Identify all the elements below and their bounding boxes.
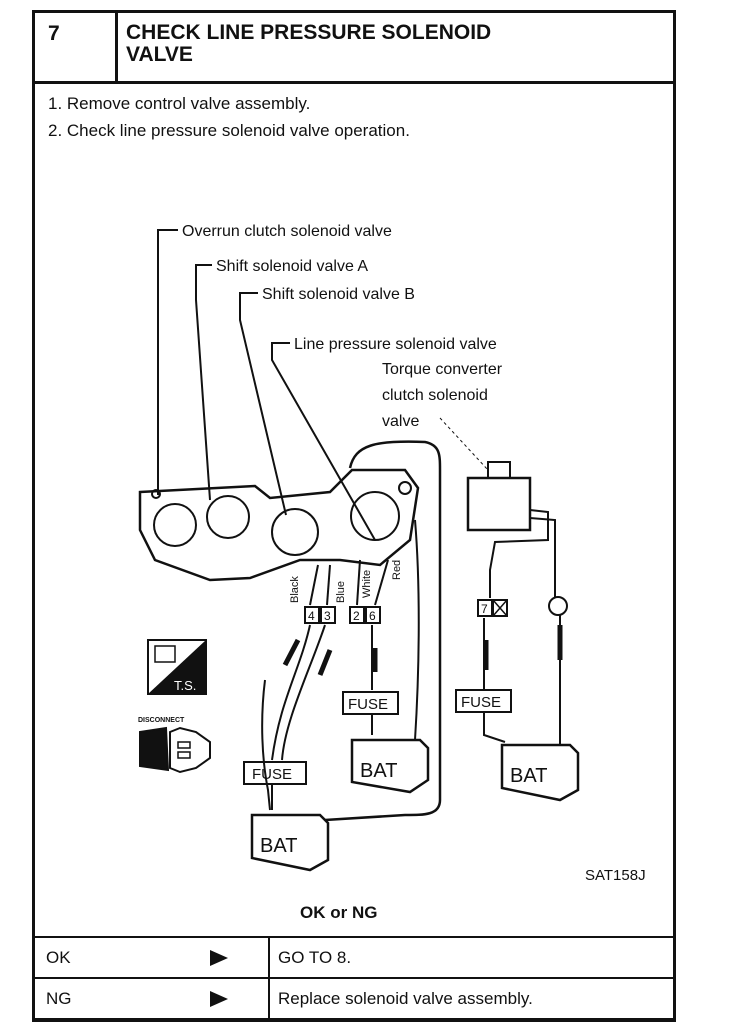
terminal-6: 6: [369, 609, 376, 623]
lead-red: [414, 519, 420, 741]
action-ng: Replace solenoid valve assembly.: [278, 989, 533, 1008]
fuse-box-left: [243, 761, 307, 785]
terminal-4-box: [304, 606, 320, 624]
arrow-icon: [210, 950, 228, 966]
tcc-lead-left: [483, 618, 506, 743]
terminal-6-box: [365, 606, 381, 624]
result-row-ok: OK GO TO 8.: [32, 938, 676, 979]
result-ng: NG: [46, 989, 72, 1008]
tcc-leader: [439, 417, 489, 471]
row-divider: [268, 938, 270, 977]
lead-ground: [261, 679, 271, 811]
probe-2: [317, 649, 333, 676]
battery-label-left: BAT: [260, 835, 297, 857]
terminal-2: 2: [353, 609, 360, 623]
label-shift-b: Shift solenoid valve B: [262, 286, 415, 303]
battery-tcc: [500, 743, 580, 802]
wire-label-white: White: [361, 570, 373, 598]
wire-red: [374, 559, 389, 606]
lead-fuse-1: [271, 624, 311, 761]
label-tcc-line-2: clutch solenoid: [382, 387, 488, 404]
tcc-wire-1: [489, 509, 549, 598]
label-shift-a: Shift solenoid valve A: [216, 258, 368, 275]
tcc-solenoid-cap: [487, 461, 511, 479]
overrun-solenoid: [153, 503, 197, 547]
wiring-diagram: FUSE FUSE FUSE BAT BAT BAT Black Blue Wh…: [138, 223, 646, 884]
step-title: CHECK LINE PRESSURE SOLENOID VALVE: [126, 22, 646, 66]
mount-hole-1: [151, 489, 161, 499]
lead-fuse-2: [281, 624, 326, 761]
step-title-line-1: CHECK LINE PRESSURE SOLENOID: [126, 21, 492, 44]
ok-or-ng-label: OK or NG: [300, 903, 378, 922]
ts-badge-label: T.S.: [174, 678, 196, 693]
overrun-leader: [157, 229, 178, 495]
tcc-wire-2: [529, 517, 556, 598]
battery-label-tcc: BAT: [510, 765, 547, 787]
battery-left: [250, 813, 330, 872]
arrow-icon: [210, 991, 228, 1007]
inspection-frame: [32, 10, 676, 1022]
disconnect-label: DISCONNECT: [138, 717, 185, 724]
terminal-x-box: [492, 599, 508, 617]
action-ok[interactable]: GO TO 8.: [278, 948, 352, 967]
wire-white: [356, 559, 361, 606]
shift-a-solenoid: [206, 495, 250, 539]
battery-label-right: BAT: [360, 760, 397, 782]
valve-body: [138, 468, 420, 582]
label-tcc-line-3: valve: [382, 413, 419, 430]
mount-hole-2: [398, 481, 412, 495]
wire-blue: [326, 564, 331, 606]
ts-badge: T.S.: [147, 639, 207, 695]
tcc-solenoid: [466, 476, 532, 532]
label-overrun: Overrun clutch solenoid valve: [182, 223, 392, 240]
ground-eyelet: [548, 596, 568, 616]
line-pressure-leader: [271, 342, 376, 541]
step-header: 7 CHECK LINE PRESSURE SOLENOID VALVE: [32, 10, 676, 84]
step-title-line-2: VALVE: [126, 43, 193, 66]
wire-label-blue: Blue: [335, 581, 347, 603]
procedure-step-1: 1. Remove control valve assembly.: [48, 94, 311, 113]
row-divider: [268, 979, 270, 1018]
label-tcc-line-1: Torque converter: [382, 361, 503, 378]
harness-loop: [324, 440, 442, 822]
terminal-4: 4: [308, 609, 315, 623]
fuse-label-right: FUSE: [348, 696, 388, 713]
shift-b-solenoid: [271, 508, 319, 556]
result-ok: OK: [46, 948, 71, 967]
result-table: OK GO TO 8. NG Replace solenoid valve as…: [32, 936, 676, 1020]
shift-a-leader: [195, 264, 212, 501]
terminal-x-mark: [492, 599, 508, 617]
label-line-pressure: Line pressure solenoid valve: [294, 336, 497, 353]
figure-id: SAT158J: [585, 867, 646, 884]
line-pressure-solenoid: [350, 491, 400, 541]
probe-1: [282, 638, 301, 667]
procedure-step-2: 2. Check line pressure solenoid valve op…: [48, 121, 410, 140]
wire-label-black: Black: [289, 576, 301, 603]
disconnect-icon: [139, 726, 211, 774]
procedure-steps: 1. Remove control valve assembly. 2. Che…: [48, 90, 410, 144]
step-number: 7: [32, 10, 118, 81]
wire-black: [309, 564, 319, 606]
terminal-3: 3: [324, 609, 331, 623]
result-row-ng: NG Replace solenoid valve assembly.: [32, 979, 676, 1020]
terminal-3-box: [320, 606, 336, 624]
fuse-label-tcc: FUSE: [461, 694, 501, 711]
wire-label-red: Red: [391, 560, 403, 580]
terminal-7: 7: [481, 602, 488, 616]
shift-b-leader: [239, 292, 287, 516]
battery-right: [350, 738, 430, 794]
fuse-label-left: FUSE: [252, 766, 292, 783]
fuse-box-right: [342, 691, 399, 715]
terminal-2-box: [349, 606, 365, 624]
